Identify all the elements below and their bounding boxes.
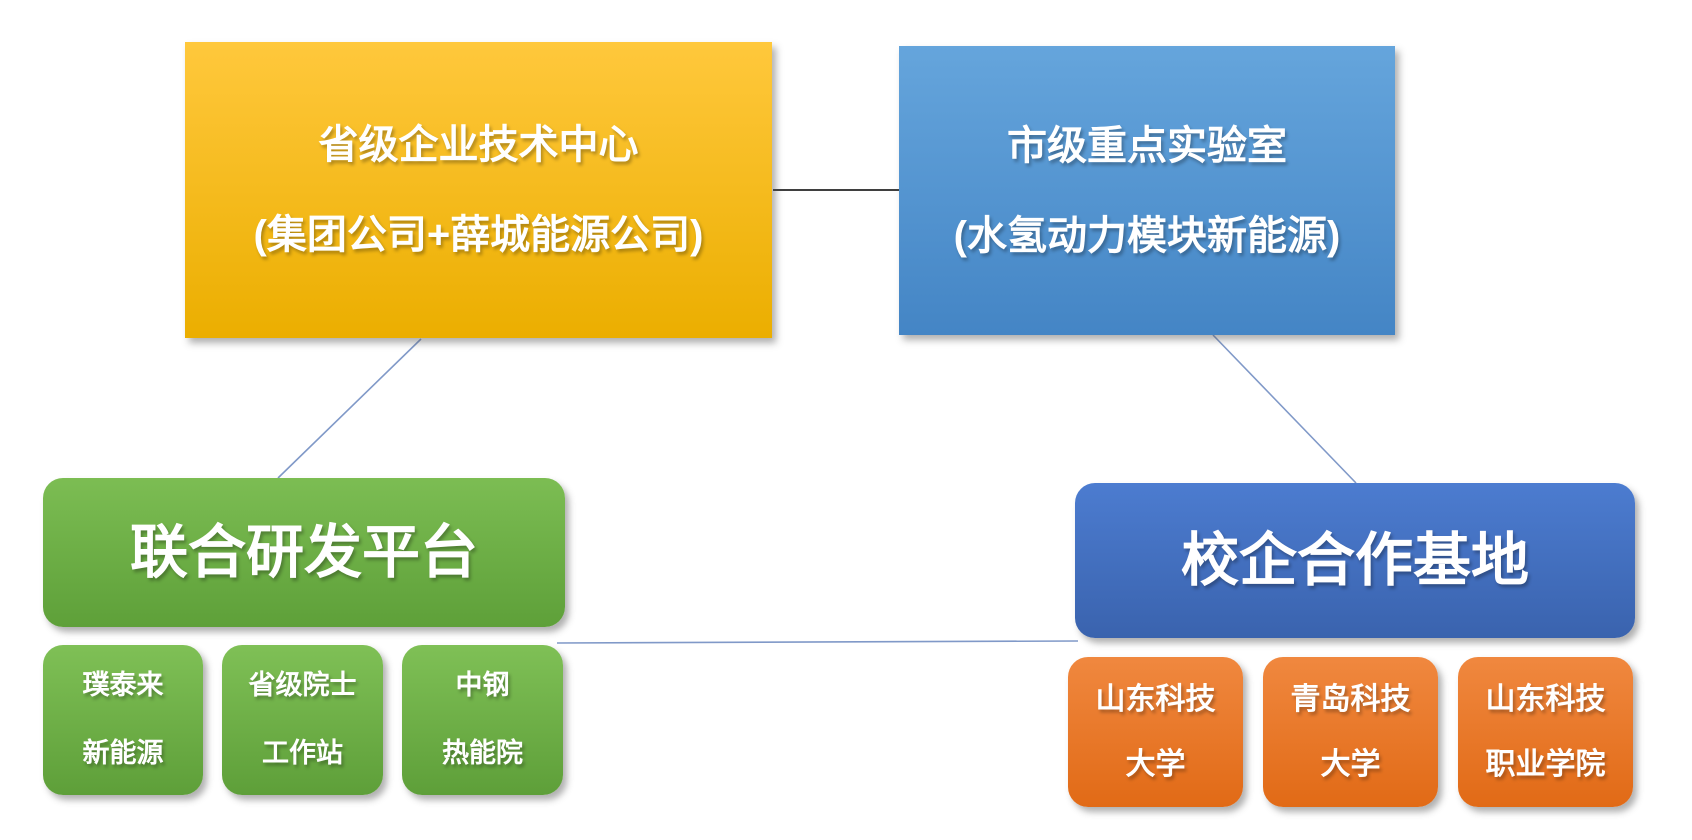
node-rd-member-putailai: 璞泰来 新能源 bbox=[43, 645, 203, 795]
connector-center-to-platform bbox=[277, 338, 422, 479]
rd-member-line: 中钢 bbox=[455, 670, 510, 701]
node-joint-rd-platform: 联合研发平台 bbox=[43, 478, 565, 627]
connector-lab-to-base bbox=[1212, 334, 1357, 484]
base-member-line: 大学 bbox=[1320, 748, 1381, 781]
provincial-tech-center-title: 省级企业技术中心 bbox=[318, 123, 639, 167]
node-school-enterprise-base: 校企合作基地 bbox=[1075, 483, 1635, 638]
municipal-key-lab-title: 市级重点实验室 bbox=[1007, 123, 1287, 168]
node-base-member-sdust: 山东科技 大学 bbox=[1068, 657, 1243, 807]
base-member-line: 青岛科技 bbox=[1290, 683, 1411, 716]
school-enterprise-base-title: 校企合作基地 bbox=[1180, 527, 1529, 593]
node-provincial-tech-center: 省级企业技术中心 (集团公司+薛城能源公司) bbox=[185, 42, 772, 338]
base-member-line: 山东科技 bbox=[1485, 683, 1606, 716]
connector-platform-to-base bbox=[556, 640, 1079, 644]
base-member-line: 职业学院 bbox=[1485, 748, 1606, 781]
provincial-tech-center-subtitle: (集团公司+薛城能源公司) bbox=[253, 213, 704, 257]
base-member-line: 山东科技 bbox=[1095, 683, 1216, 716]
rd-member-line: 新能源 bbox=[82, 738, 164, 768]
node-municipal-key-lab: 市级重点实验室 (水氢动力模块新能源) bbox=[899, 46, 1395, 335]
rd-member-line: 工作站 bbox=[262, 738, 343, 768]
rd-member-line: 热能院 bbox=[442, 738, 523, 768]
base-member-line: 大学 bbox=[1125, 748, 1186, 781]
rd-member-line: 璞泰来 bbox=[82, 670, 164, 701]
node-base-member-qust: 青岛科技 大学 bbox=[1263, 657, 1438, 807]
node-rd-member-academician-station: 省级院士 工作站 bbox=[222, 645, 383, 795]
joint-rd-platform-title: 联合研发平台 bbox=[129, 519, 478, 585]
node-rd-member-sinosteel: 中钢 热能院 bbox=[402, 645, 563, 795]
rd-member-line: 省级院士 bbox=[248, 670, 357, 701]
node-base-member-sdvc: 山东科技 职业学院 bbox=[1458, 657, 1633, 807]
municipal-key-lab-subtitle: (水氢动力模块新能源) bbox=[953, 213, 1341, 258]
